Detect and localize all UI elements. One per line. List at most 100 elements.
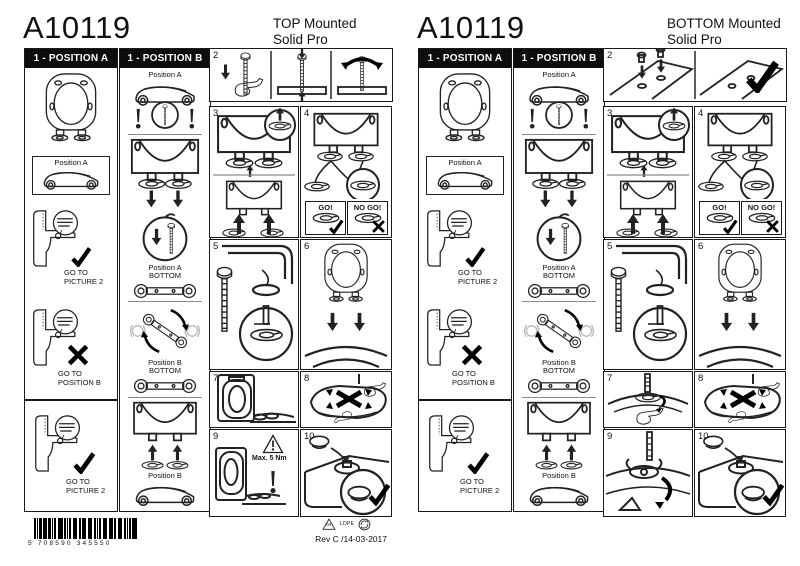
position-a-column: 1 - POSITION A Position A GO TO PICTURE … xyxy=(418,48,512,400)
step-7-panel: 7 xyxy=(603,371,693,428)
hinge-bar-illustration xyxy=(133,284,197,299)
position-a-header: 1 - POSITION A xyxy=(25,49,117,68)
step-5-illustration xyxy=(604,240,692,369)
step-number: 7 xyxy=(607,373,613,384)
check-icon xyxy=(466,451,490,474)
step-number: 9 xyxy=(213,431,219,442)
step-number: 4 xyxy=(698,108,704,119)
step-3-panel: 3 xyxy=(603,106,693,238)
divider xyxy=(128,134,202,136)
step-10-panel: 10 xyxy=(694,429,786,517)
hinge-bar-illustration xyxy=(527,284,591,299)
no-go-label: NO GO! xyxy=(747,203,776,212)
divider xyxy=(128,301,202,303)
position-b-bottom-label: Position B BOTTOM xyxy=(148,357,182,376)
step-number: 2 xyxy=(607,50,613,61)
seat-profile-b-illustration xyxy=(529,486,589,506)
seat-profile-illustration xyxy=(43,172,99,191)
check-icon xyxy=(72,451,96,474)
divider xyxy=(128,396,202,398)
go-to-picture-caption: GO TO PICTURE 2 xyxy=(458,268,498,287)
x-icon xyxy=(66,343,90,367)
no-go-box: NO GO! xyxy=(741,201,782,235)
bracket-washers-up-illustration xyxy=(127,400,203,470)
product-name: Solid Pro xyxy=(273,31,328,47)
bracket-washers-down-illustration xyxy=(521,137,597,209)
go-to-picture-caption: GO TO PICTURE 2 xyxy=(66,477,106,495)
page-subtitle: TOP Mounted Solid Pro xyxy=(273,16,357,47)
torque-warning: Max. 5 Nm xyxy=(252,455,287,462)
step-4-illustration xyxy=(695,107,785,199)
page-subtitle: BOTTOM Mounted Solid Pro xyxy=(667,16,781,47)
material-name: LDPE xyxy=(340,521,355,527)
step-5-panel: 5 xyxy=(603,239,693,370)
x-icon xyxy=(460,343,484,367)
step-number: 6 xyxy=(304,241,310,252)
toilet-check-block: GO TO PICTURE 2 xyxy=(28,208,114,294)
step-7-illustration xyxy=(604,372,692,427)
step-5-panel: 5 xyxy=(209,239,299,370)
seat-profile-b-illustration xyxy=(135,486,195,506)
step-8-panel: 8 xyxy=(694,371,786,428)
go-to-position-b-caption: GO TO POSITION B xyxy=(58,368,101,387)
resin-code: 04 xyxy=(326,522,332,527)
go-to-position-b-caption: GO TO POSITION B xyxy=(452,368,495,387)
step-8-panel: 8 xyxy=(300,371,392,428)
barcode-bars xyxy=(34,518,138,539)
barcode-digits: 5 708590 345550 xyxy=(28,540,112,547)
step-8-illustration xyxy=(695,372,785,427)
step-9-illustration xyxy=(604,430,692,512)
screw-detail-illustration xyxy=(140,212,190,262)
hinge-bar-rotate-illustration xyxy=(126,305,204,357)
step-2-panel: 2 xyxy=(209,48,393,102)
position-b-bottom-label: Position B BOTTOM xyxy=(542,357,576,376)
toilet-x-block: GO TO POSITION B xyxy=(422,307,508,395)
position-a-bottom-label: Position A BOTTOM xyxy=(542,262,576,281)
seat-top-view-illustration xyxy=(439,73,491,142)
barcode: 5 708590 345550 xyxy=(28,518,144,547)
position-a-profile-box: Position A xyxy=(426,155,504,196)
position-a-label: Position A xyxy=(542,70,576,79)
step-number: 10 xyxy=(698,431,709,442)
step-number: 5 xyxy=(213,241,219,252)
go-to-picture-caption: GO TO PICTURE 2 xyxy=(460,477,500,495)
check-icon xyxy=(464,246,486,267)
toilet-check-block: GO TO PICTURE 2 xyxy=(28,405,114,509)
toilet-check-block: GO TO PICTURE 2 xyxy=(422,405,508,509)
mount-type: TOP Mounted xyxy=(273,16,357,31)
result-box: GO TO PICTURE 2 xyxy=(24,400,118,512)
profile-label: Position A xyxy=(54,157,88,167)
position-b-column: 1 - POSITION B Position A Position A BOT… xyxy=(513,48,605,512)
divider xyxy=(522,301,596,303)
go-box: GO! xyxy=(699,201,740,235)
step-number: 8 xyxy=(304,373,310,384)
mount-type: BOTTOM Mounted xyxy=(667,16,781,31)
no-go-box: NO GO! xyxy=(347,201,388,235)
step-5-illustration xyxy=(210,240,298,369)
position-a-bottom-label: Position A BOTTOM xyxy=(148,262,182,281)
step-2-illustration xyxy=(604,49,786,101)
divider xyxy=(522,396,596,398)
step-4-panel: 4 GO! NO GO! xyxy=(300,106,392,238)
seat-profile-illustration xyxy=(437,172,493,191)
seat-front-screw-illustration xyxy=(126,82,204,132)
screw-detail-illustration xyxy=(534,212,584,262)
check-icon xyxy=(328,219,344,234)
product-code: A10119 xyxy=(23,10,131,45)
go-box: GO! xyxy=(305,201,346,235)
bracket-washers-up-illustration xyxy=(521,400,597,470)
step-2-illustration xyxy=(210,49,392,101)
page-top-mounted: A10119 TOP Mounted Solid Pro 1 - POSITIO… xyxy=(20,10,393,558)
result-box: GO TO PICTURE 2 xyxy=(418,400,512,512)
x-icon xyxy=(371,219,386,234)
step-number: 3 xyxy=(213,108,219,119)
toilet-x-block: GO TO POSITION B xyxy=(28,307,114,395)
go-to-picture-caption: GO TO PICTURE 2 xyxy=(64,268,104,287)
step-3-panel: 3 xyxy=(209,106,299,238)
x-icon xyxy=(765,219,780,234)
step-number: 8 xyxy=(698,373,704,384)
divider xyxy=(522,134,596,136)
check-icon xyxy=(722,219,738,234)
go-label: GO! xyxy=(712,203,727,212)
step-number: 10 xyxy=(304,431,315,442)
